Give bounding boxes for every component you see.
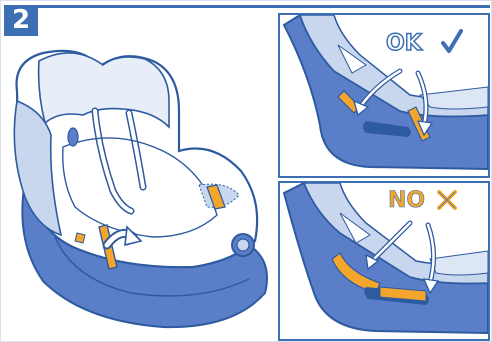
cross-icon	[436, 189, 458, 211]
top-rule	[4, 5, 490, 8]
check-icon	[441, 29, 463, 53]
correct-position-panel: OK	[278, 13, 490, 178]
no-label: NO	[388, 188, 425, 213]
incorrect-position-panel: NO	[278, 181, 490, 341]
car-seat-illustration	[3, 31, 275, 341]
ok-label: OK	[386, 31, 422, 56]
